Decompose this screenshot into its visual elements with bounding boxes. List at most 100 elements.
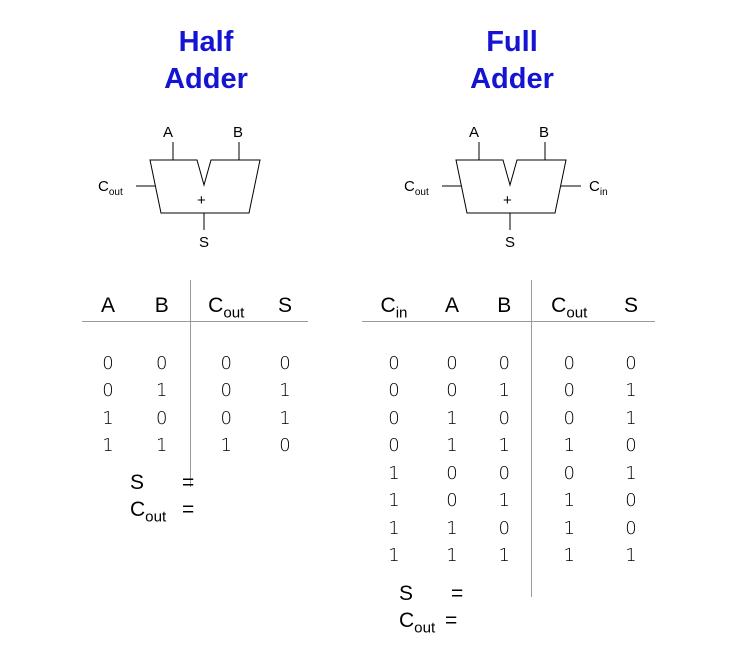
table-cell: 0 (530, 349, 607, 377)
table-cell: 1 (625, 407, 637, 429)
table-cell: 1 (388, 462, 400, 484)
table-cell: 1 (530, 542, 607, 570)
full-adder-equation-cout: Cout= (399, 609, 458, 637)
full-adder-table-header: Cin A B Cout S (362, 280, 655, 322)
full-adder-label-s: S (505, 234, 515, 251)
table-row: 0 1 1 1 0 (362, 432, 655, 460)
table-cell: 0 (156, 352, 168, 374)
half-adder-equation-s: S= (130, 471, 195, 494)
half-adder-table-header: A B Cout S (82, 280, 308, 322)
full-adder-equations: S= Cout= (399, 580, 464, 637)
full-adder-title: Full Adder (382, 24, 642, 98)
full-adder-label-cin: Cin (589, 178, 608, 198)
table-cell: 1 (625, 380, 637, 402)
table-cell: 1 (498, 545, 510, 567)
table-cell: 1 (156, 380, 168, 402)
half-adder-label-b: B (233, 124, 243, 141)
table-cell: 0 (530, 404, 607, 432)
table-cell: 0 (279, 435, 291, 457)
table-cell: 1 (530, 432, 607, 460)
table-cell: 0 (388, 407, 400, 429)
table-cell: 1 (279, 407, 291, 429)
half-adder-label-cout: Cout (98, 178, 123, 198)
half-adder-body (149, 159, 261, 214)
table-cell: 0 (102, 380, 114, 402)
full-adder-label-cout: Cout (404, 178, 429, 198)
table-cell: 1 (446, 407, 458, 429)
half-adder-equation-cout: Cout= (130, 498, 195, 526)
table-cell: 0 (189, 349, 262, 377)
half-adder-label-a: A (163, 124, 173, 141)
table-cell: 1 (446, 435, 458, 457)
half-adder-header-b: B (154, 294, 169, 317)
table-cell: 0 (530, 459, 607, 487)
table-cell: 0 (388, 380, 400, 402)
table-cell: 1 (388, 490, 400, 512)
table-cell: 1 (530, 487, 607, 515)
table-cell: 0 (156, 407, 168, 429)
table-row: 0 0 0 0 (82, 349, 308, 377)
full-adder-truth-table: Cin A B Cout S 0 0 0 0 0 0 0 1 0 1 0 1 0… (362, 280, 655, 597)
table-row: 0 1 0 1 (82, 377, 308, 405)
table-cell: 0 (625, 517, 637, 539)
table-cell: 1 (156, 435, 168, 457)
table-cell: 1 (446, 517, 458, 539)
table-row: 1 0 0 0 1 (362, 459, 655, 487)
table-cell: 1 (189, 432, 262, 460)
table-cell: 1 (625, 462, 637, 484)
half-adder-title-line2: Adder (164, 63, 248, 95)
table-cell: 1 (498, 380, 510, 402)
full-adder-header-a: A (444, 294, 459, 317)
table-cell: 1 (530, 514, 607, 542)
half-adder-header-cout: Cout (189, 280, 262, 322)
half-adder-label-s: S (199, 234, 209, 251)
table-cell: 0 (625, 352, 637, 374)
table-row: 1 1 0 1 0 (362, 514, 655, 542)
table-row: 0 0 0 0 0 (362, 349, 655, 377)
half-adder-title: Half Adder (76, 24, 336, 98)
table-cell: 0 (446, 352, 458, 374)
half-adder-header-a: A (100, 294, 115, 317)
half-adder-label-cout-sub: out (109, 187, 123, 198)
table-cell: 1 (498, 435, 510, 457)
table-cell: 1 (102, 435, 114, 457)
table-cell: 0 (625, 490, 637, 512)
full-adder-header-cin: Cin (380, 294, 408, 322)
full-adder-title-line1: Full (486, 26, 538, 58)
table-row: 0 1 0 0 1 (362, 404, 655, 432)
half-adder-title-line1: Half (178, 26, 234, 58)
table-cell: 0 (498, 352, 510, 374)
table-row: 1 0 1 1 0 (362, 487, 655, 515)
full-adder-label-b: B (539, 124, 549, 141)
table-cell: 0 (388, 435, 400, 457)
table-cell: 0 (498, 517, 510, 539)
table-row: 0 0 1 0 1 (362, 377, 655, 405)
table-cell: 1 (446, 545, 458, 567)
full-adder-operator: + (503, 192, 512, 209)
table-row: 1 1 1 1 1 (362, 542, 655, 570)
table-cell: 1 (498, 490, 510, 512)
table-cell: 0 (530, 377, 607, 405)
table-row: 1 0 0 1 (82, 404, 308, 432)
table-cell: 0 (498, 407, 510, 429)
table-cell: 0 (189, 377, 262, 405)
table-cell: 1 (279, 380, 291, 402)
full-adder-label-a: A (469, 124, 479, 141)
half-adder-header-s: S (277, 294, 292, 317)
full-adder-header-b: B (497, 294, 512, 317)
full-adder-label-cout-sub: out (415, 187, 429, 198)
full-adder-header-s: S (623, 294, 638, 317)
full-adder-header-cout: Cout (530, 280, 607, 322)
table-cell: 1 (388, 545, 400, 567)
half-adder-truth-table: A B Cout S 0 0 0 0 0 1 0 1 1 0 0 1 1 1 1 (82, 280, 308, 487)
table-row: 1 1 1 0 (82, 432, 308, 460)
half-adder-equations: S= Cout= (130, 469, 195, 526)
full-adder-equation-s: S= (399, 582, 464, 605)
table-cell: 0 (189, 404, 262, 432)
full-adder-label-cin-sub: in (600, 187, 608, 198)
table-cell: 1 (102, 407, 114, 429)
table-cell: 0 (625, 435, 637, 457)
table-cell: 0 (446, 380, 458, 402)
full-adder-body (455, 159, 567, 214)
table-cell: 0 (388, 352, 400, 374)
